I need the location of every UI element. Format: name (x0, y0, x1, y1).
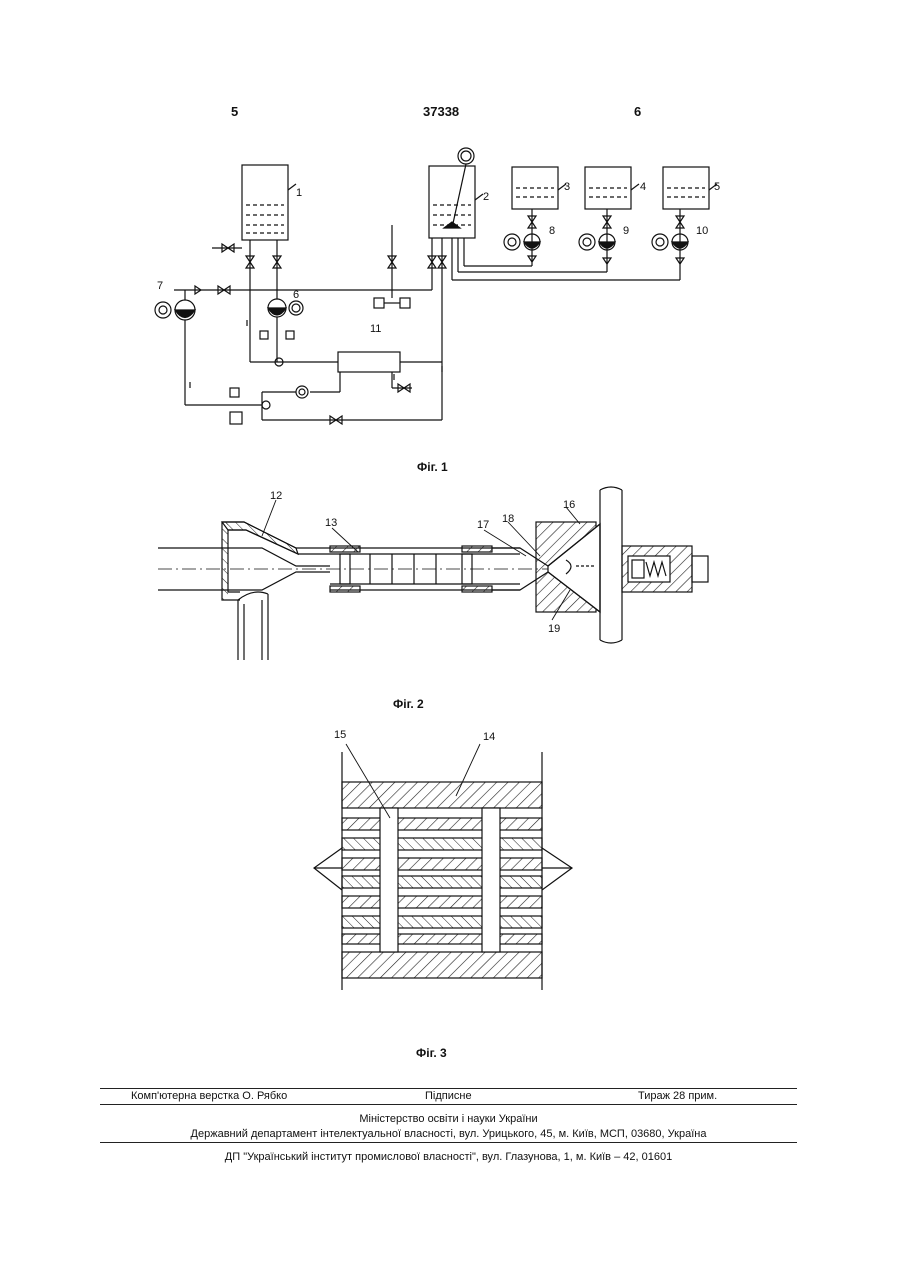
imprint-rule-bottom (100, 1142, 797, 1143)
figure-3-labels: 15 14 (334, 729, 495, 743)
figure-2-labels: 12 13 16 17 18 19 (270, 490, 575, 635)
label-14: 14 (483, 731, 495, 743)
label-15: 15 (334, 729, 346, 741)
tank-1 (242, 165, 288, 240)
figure-1-schematic (155, 148, 717, 424)
imprint-layout: Комп'ютерна верстка О. Рябко (131, 1090, 287, 1102)
imprint-rule-top (100, 1088, 797, 1089)
label-13: 13 (325, 517, 337, 529)
label-12: 12 (270, 490, 282, 502)
heat-exchanger-11 (338, 352, 400, 372)
figure-2-cavitation-unit (158, 487, 708, 660)
imprint-rule-middle (100, 1104, 797, 1105)
label-10: 10 (696, 225, 708, 237)
label-11: 11 (370, 323, 381, 335)
label-3: 3 (564, 181, 570, 193)
label-4: 4 (640, 181, 646, 193)
fig-1-caption: Фіг. 1 (417, 460, 448, 474)
figure-2-leaders (262, 500, 580, 620)
figure-3-section (314, 752, 572, 990)
label-18: 18 (502, 513, 514, 525)
imprint-signed: Підписне (425, 1090, 472, 1102)
label-7: 7 (157, 280, 163, 292)
imprint-circulation: Тираж 28 прим. (638, 1090, 717, 1102)
fig-3-caption: Фіг. 3 (416, 1046, 447, 1060)
label-16: 16 (563, 499, 575, 511)
label-2: 2 (483, 191, 489, 203)
label-6: 6 (293, 289, 299, 301)
label-19: 19 (548, 623, 560, 635)
imprint-ministry: Міністерство освіти і науки України (100, 1113, 797, 1125)
imprint-institute: ДП "Український інститут промислової вла… (100, 1151, 797, 1163)
imprint-department: Державний департамент інтелектуальної вл… (100, 1128, 797, 1140)
fig-2-caption: Фіг. 2 (393, 697, 424, 711)
label-8: 8 (549, 225, 555, 237)
label-17: 17 (477, 519, 489, 531)
label-5: 5 (714, 181, 720, 193)
label-1: 1 (296, 187, 302, 199)
label-9: 9 (623, 225, 629, 237)
